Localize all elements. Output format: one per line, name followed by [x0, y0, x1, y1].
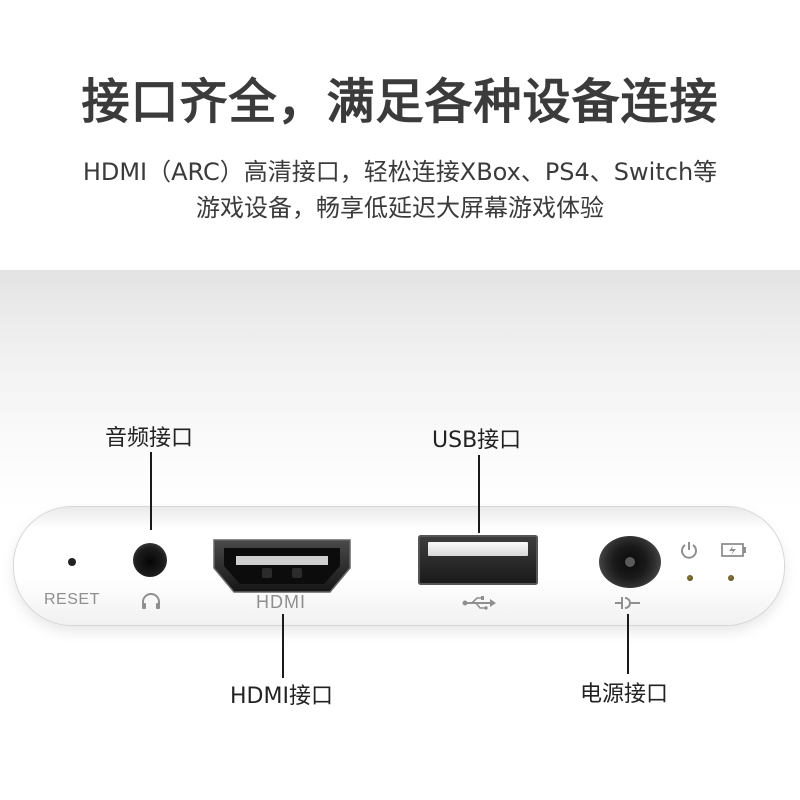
hdmi-label: HDMI [256, 592, 306, 612]
dc-power-icon [615, 597, 640, 609]
callout-audio-line [150, 452, 152, 530]
usb-tongue [428, 542, 528, 556]
battery-icon [721, 543, 746, 557]
audio-jack [133, 543, 167, 577]
power-led [687, 575, 693, 581]
subline-1: HDMI（ARC）高清接口，轻松连接XBox、PS4、Switch等 [82, 158, 718, 186]
callout-hdmi-line [282, 614, 284, 678]
dc-power-pin [625, 557, 635, 567]
hdmi-port [213, 539, 351, 593]
callout-power-label: 电源接口 [580, 682, 669, 707]
headline: 接口齐全，满足各种设备连接 [81, 74, 719, 130]
callout-usb-line [478, 455, 480, 533]
callout-power-line [627, 614, 629, 674]
usb-icon [462, 596, 496, 610]
charge-led [728, 575, 734, 581]
callout-audio-label: 音频接口 [105, 426, 194, 451]
power-icon [681, 542, 697, 559]
reset-label: RESET [44, 591, 100, 608]
device-body [14, 507, 784, 625]
headphone-icon [142, 593, 160, 609]
callout-usb-label: USB接口 [432, 428, 522, 453]
header: 接口齐全，满足各种设备连接 HDMI（ARC）高清接口，轻松连接XBox、PS4… [0, 0, 800, 270]
subline-2: 游戏设备，畅享低延迟大屏幕游戏体验 [196, 194, 604, 222]
callout-hdmi-label: HDMI接口 [230, 684, 333, 709]
reset-hole [68, 558, 76, 566]
